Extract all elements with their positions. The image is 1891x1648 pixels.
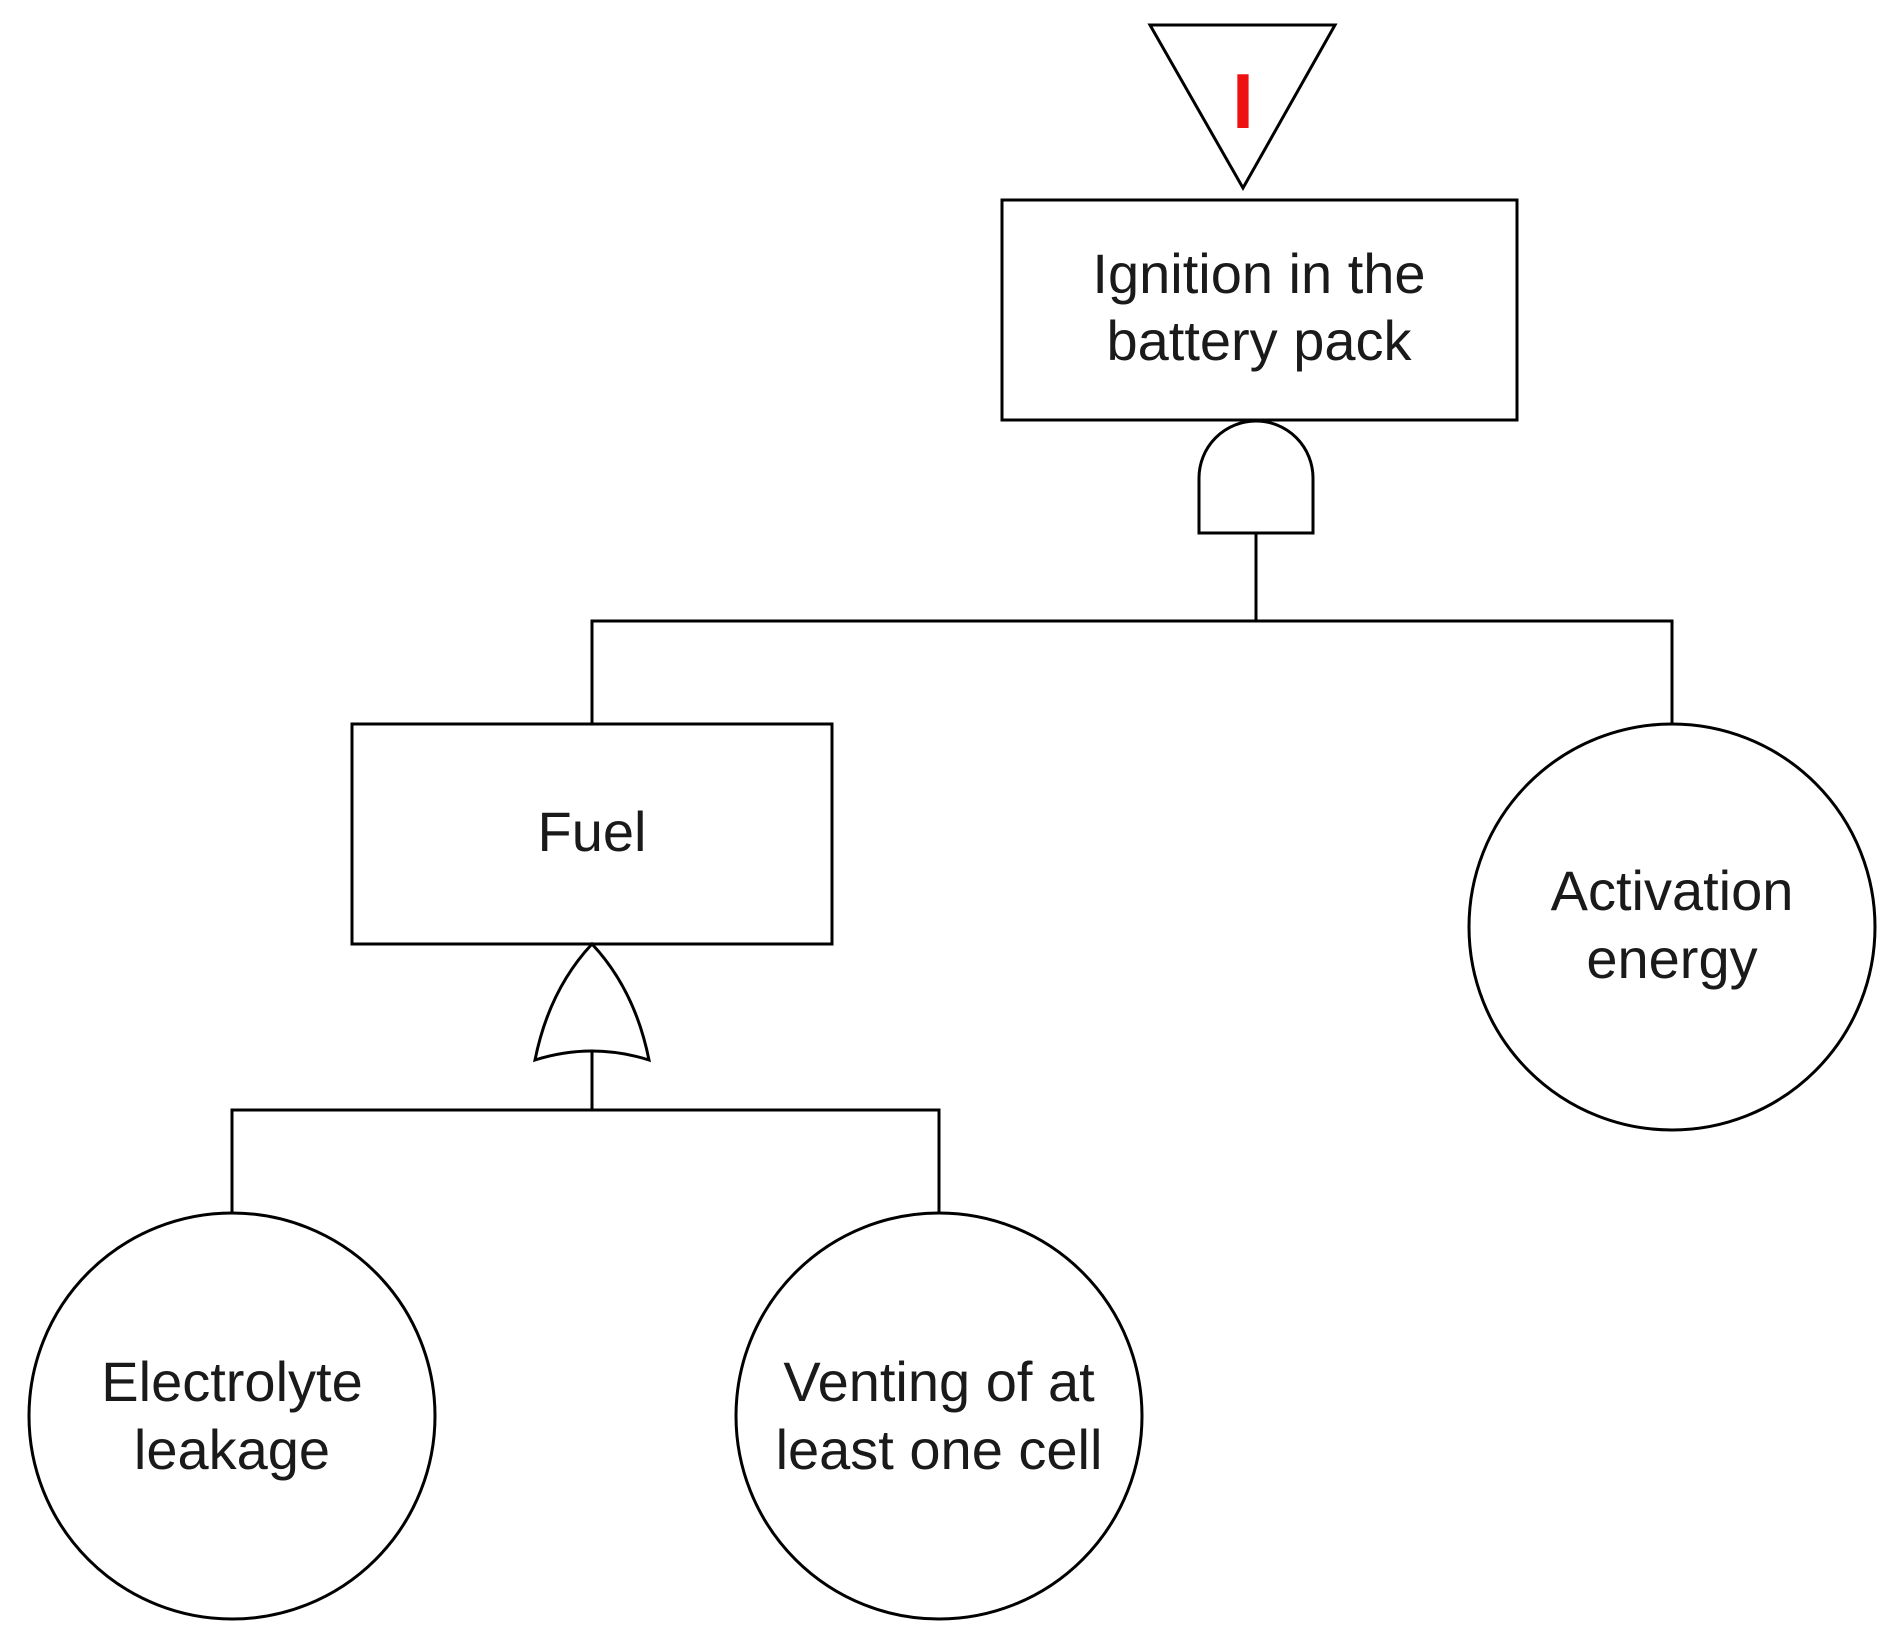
electrolyte-leakage-circle bbox=[27, 1211, 437, 1621]
venting-circle bbox=[734, 1211, 1144, 1621]
top-event: Ignition in the battery pack bbox=[1000, 198, 1519, 422]
transfer-in-symbol: I bbox=[1147, 23, 1338, 192]
venting-label-line2: least one cell bbox=[776, 1418, 1103, 1481]
venting-event: Venting of at least one cell bbox=[734, 1211, 1144, 1621]
electrolyte-leakage-label-line2: leakage bbox=[134, 1418, 330, 1481]
venting-label-line1: Venting of at bbox=[783, 1350, 1095, 1413]
electrolyte-leakage-label-line1: Electrolyte bbox=[101, 1350, 362, 1413]
fuel-event: Fuel bbox=[350, 722, 834, 946]
top-branch-line bbox=[590, 619, 1674, 724]
and-gate-icon bbox=[1197, 419, 1315, 535]
fuel-event-box bbox=[350, 722, 834, 946]
top-event-label-line1: Ignition in the bbox=[1092, 242, 1425, 305]
top-event-label-line2: battery pack bbox=[1106, 309, 1412, 372]
transfer-label: I bbox=[1232, 57, 1254, 145]
connectors bbox=[230, 533, 1674, 1212]
activation-energy-event: Activation energy bbox=[1467, 722, 1877, 1132]
activation-energy-label-line2: energy bbox=[1586, 927, 1757, 990]
fuel-event-label: Fuel bbox=[538, 800, 647, 863]
or-gate-icon bbox=[533, 941, 651, 1063]
transfer-triangle-icon bbox=[1147, 23, 1338, 192]
bottom-branch-line bbox=[230, 1108, 941, 1212]
electrolyte-leakage-event: Electrolyte leakage bbox=[27, 1211, 437, 1621]
activation-energy-label-line1: Activation bbox=[1551, 859, 1794, 922]
activation-energy-circle bbox=[1467, 722, 1877, 1132]
